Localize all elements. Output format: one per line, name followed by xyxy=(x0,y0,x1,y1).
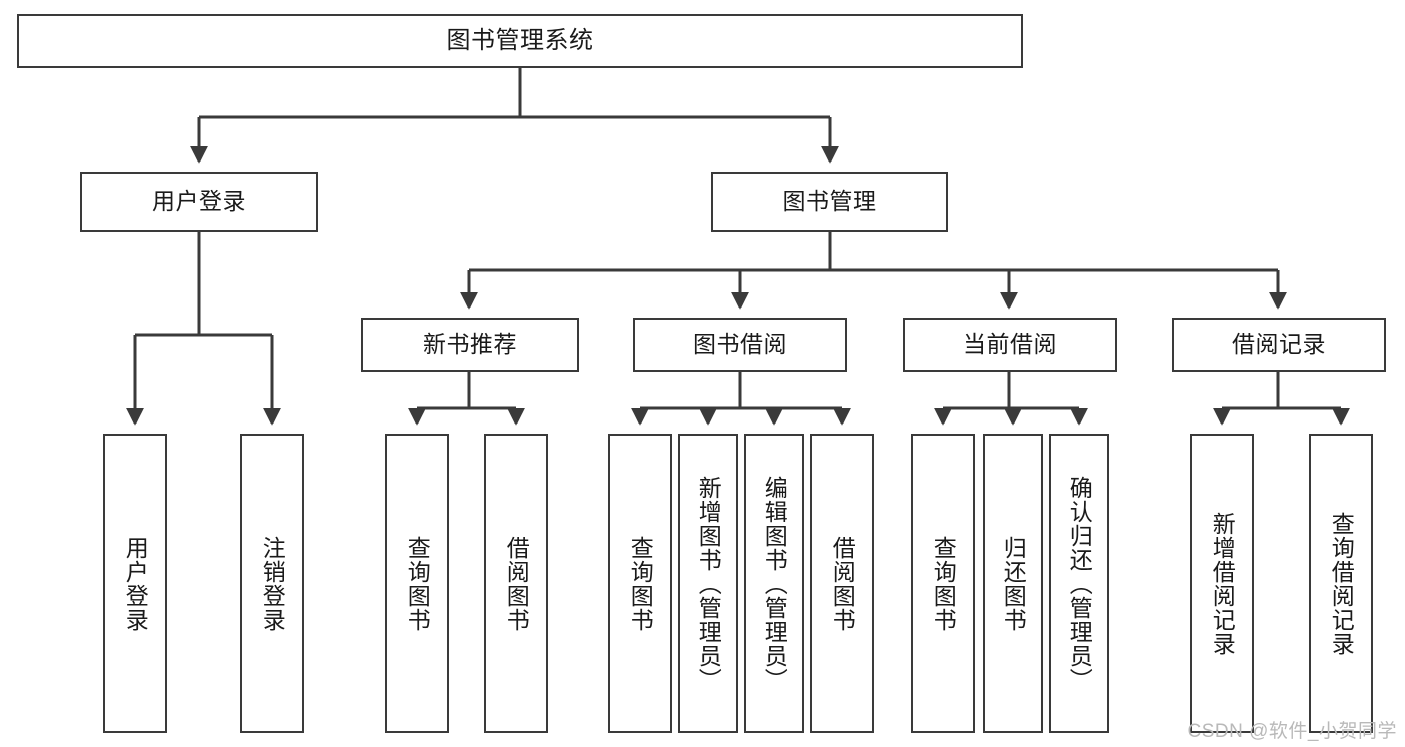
node-book-manage[interactable]: 图书管理 xyxy=(711,172,948,232)
node-leaf-user-login[interactable]: 用户登录 xyxy=(103,434,167,733)
node-leaf-query-book-1-label: 查询图书 xyxy=(404,535,431,632)
node-leaf-add-book-admin-label: 新增图书（管理员） xyxy=(695,475,722,692)
node-leaf-query-borrow-record[interactable]: 查询借阅记录 xyxy=(1309,434,1373,733)
node-leaf-add-borrow-record-label: 新增借阅记录 xyxy=(1209,511,1236,656)
node-leaf-return-book[interactable]: 归还图书 xyxy=(983,434,1043,733)
node-leaf-query-book-3-label: 查询图书 xyxy=(930,535,957,632)
node-leaf-query-borrow-record-label: 查询借阅记录 xyxy=(1328,511,1355,656)
node-user-login[interactable]: 用户登录 xyxy=(80,172,318,232)
node-book-borrow-label: 图书借阅 xyxy=(693,331,787,358)
node-leaf-borrow-book-2-label: 借阅图书 xyxy=(829,535,856,632)
node-leaf-query-book-1[interactable]: 查询图书 xyxy=(385,434,449,733)
node-leaf-borrow-book-2[interactable]: 借阅图书 xyxy=(810,434,874,733)
node-borrow-record-label: 借阅记录 xyxy=(1232,331,1326,358)
node-leaf-edit-book-admin[interactable]: 编辑图书（管理员） xyxy=(744,434,804,733)
node-leaf-query-book-3[interactable]: 查询图书 xyxy=(911,434,975,733)
node-leaf-query-book-2[interactable]: 查询图书 xyxy=(608,434,672,733)
node-leaf-add-borrow-record[interactable]: 新增借阅记录 xyxy=(1190,434,1254,733)
node-book-manage-label: 图书管理 xyxy=(782,188,877,215)
node-current-borrow[interactable]: 当前借阅 xyxy=(903,318,1117,372)
node-leaf-user-login-label: 用户登录 xyxy=(122,535,149,632)
node-new-book-recommend[interactable]: 新书推荐 xyxy=(361,318,579,372)
node-borrow-record[interactable]: 借阅记录 xyxy=(1172,318,1386,372)
node-current-borrow-label: 当前借阅 xyxy=(963,331,1057,358)
node-new-book-recommend-label: 新书推荐 xyxy=(423,331,517,358)
node-user-login-label: 用户登录 xyxy=(152,188,246,215)
node-leaf-logout-login[interactable]: 注销登录 xyxy=(240,434,304,733)
node-leaf-add-book-admin[interactable]: 新增图书（管理员） xyxy=(678,434,738,733)
node-leaf-confirm-return-admin-label: 确认归还（管理员） xyxy=(1066,475,1093,692)
node-leaf-query-book-2-label: 查询图书 xyxy=(627,535,654,632)
watermark: CSDN @软件_小贺同学 xyxy=(1187,721,1397,742)
node-leaf-borrow-book-1-label: 借阅图书 xyxy=(503,535,530,632)
node-book-borrow[interactable]: 图书借阅 xyxy=(633,318,847,372)
node-leaf-return-book-label: 归还图书 xyxy=(1000,535,1027,632)
node-leaf-logout-login-label: 注销登录 xyxy=(259,535,286,632)
node-leaf-edit-book-admin-label: 编辑图书（管理员） xyxy=(761,475,788,692)
node-leaf-borrow-book-1[interactable]: 借阅图书 xyxy=(484,434,548,733)
node-root[interactable]: 图书管理系统 xyxy=(17,14,1023,68)
node-leaf-confirm-return-admin[interactable]: 确认归还（管理员） xyxy=(1049,434,1109,733)
node-root-label: 图书管理系统 xyxy=(446,26,594,54)
